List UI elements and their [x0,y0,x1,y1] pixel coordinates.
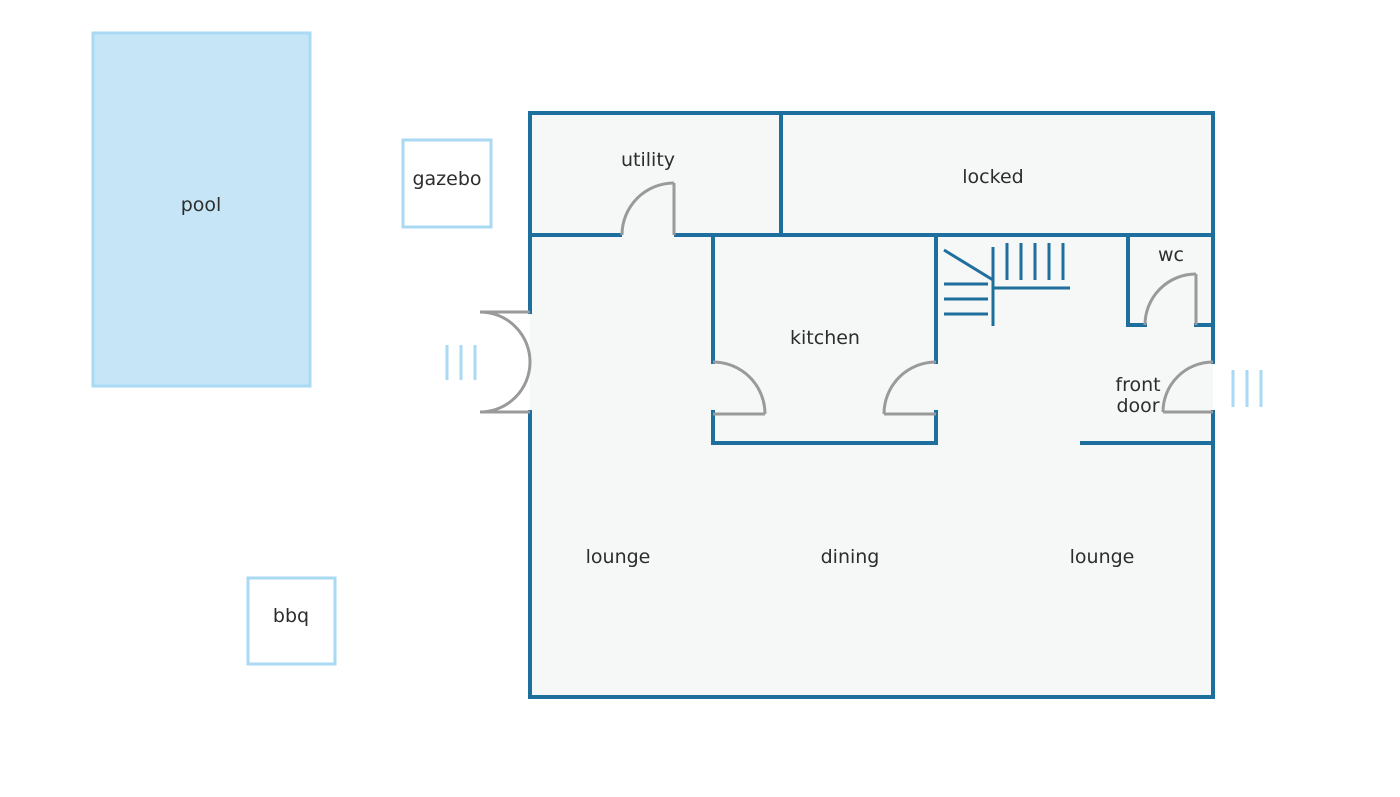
room-label-front-door-line1: front [1115,374,1160,396]
bbq-label: bbq [273,605,309,627]
entry-steps-icon [1231,370,1263,407]
room-label-lounge-left: lounge [586,546,651,568]
pool-label: pool [181,194,222,216]
pool-area [91,31,312,388]
gazebo-label: gazebo [412,168,481,190]
room-label-wc: wc [1158,244,1184,266]
patio-double-door[interactable] [479,310,532,414]
entry-steps-icon [445,345,477,380]
room-label-locked: locked [962,166,1023,188]
kitchen-right-door[interactable] [882,360,937,416]
bbq[interactable]: bbq [246,576,337,666]
gazebo-area [401,138,493,229]
front-door[interactable] [1161,360,1214,414]
room-label-front-door-line2: door [1116,395,1159,417]
house-floor [530,113,1213,697]
stairs-icon [943,243,1070,326]
pool[interactable]: pool [91,31,312,388]
utility-door[interactable] [620,181,676,237]
room-label-utility: utility [621,149,675,171]
gazebo[interactable]: gazebo [401,138,493,229]
kitchen-left-door[interactable] [712,360,767,416]
wc-door[interactable] [1143,272,1198,326]
room-label-kitchen: kitchen [790,327,860,349]
walls [528,111,1215,699]
room-label-lounge-right: lounge [1070,546,1135,568]
bbq-area [246,576,337,666]
room-label-dining: dining [821,546,880,568]
